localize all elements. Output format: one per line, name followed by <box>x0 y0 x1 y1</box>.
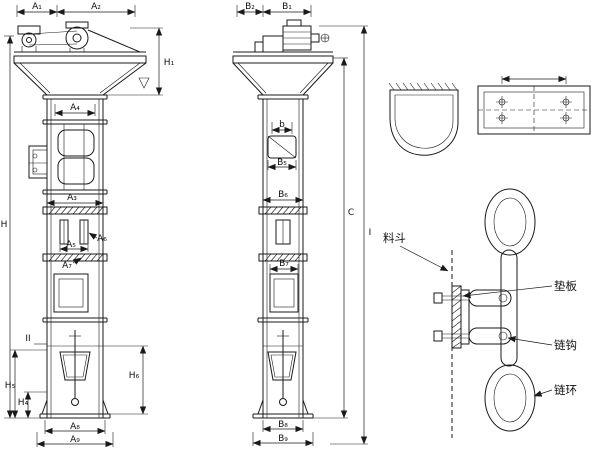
boot-bucket <box>59 351 91 381</box>
section-mark-1: I <box>369 228 372 238</box>
front-head-housing <box>13 55 150 100</box>
bucket-detail <box>388 82 459 156</box>
dim-label-b6: B₆ <box>278 190 288 200</box>
label-chain-ring: 链环 <box>554 383 577 397</box>
dim-label-a2: A₂ <box>91 2 101 12</box>
dim-label-b7: B₇ <box>279 259 289 269</box>
dim-label-a1: A₁ <box>32 2 42 12</box>
side-head-drive <box>233 19 333 57</box>
front-window <box>53 273 89 313</box>
side-bottom-dimensions: B₈ B₉ <box>252 420 314 447</box>
front-view: A₁ A₂ <box>1 2 175 448</box>
dim-label-a6: A₆ <box>97 234 107 244</box>
front-top-dimensions: A₁ A₂ <box>16 2 136 17</box>
dim-label-h1: H₁ <box>164 58 175 68</box>
dim-label-a9: A₉ <box>70 435 80 445</box>
hook-bar-top <box>468 289 512 307</box>
front-boot <box>39 330 111 419</box>
bucket-side <box>267 135 297 159</box>
dim-label-a7: A₇ <box>62 261 72 271</box>
dim-label-b: b <box>279 120 285 130</box>
dim-label-h: H <box>1 220 8 230</box>
dim-label-a8: A₈ <box>70 422 80 432</box>
front-head-drive <box>14 21 146 57</box>
bolt-bottom <box>433 330 469 342</box>
dim-label-h5: H₅ <box>5 381 16 391</box>
side-view: B₂ B₁ <box>232 2 372 447</box>
front-h1-dimension: H₁ <box>107 27 175 96</box>
finish-mark <box>138 77 150 89</box>
side-boot <box>252 330 314 419</box>
chain-link-middle <box>500 249 518 367</box>
label-pad-plate: 垫板 <box>554 279 577 293</box>
chain-ring-top <box>484 188 536 256</box>
mount-plate-detail <box>477 75 591 135</box>
side-right-dimensions: C I <box>313 25 372 445</box>
side-top-dimensions: B₂ B₁ <box>236 2 312 17</box>
dim-label-a5: A₅ <box>66 240 76 250</box>
side-window <box>269 273 299 313</box>
front-casing: A₄ A₃ <box>25 99 108 418</box>
front-left-dimensions: H H₅ H₄ <box>1 35 47 419</box>
section-mark-2: II <box>25 334 30 344</box>
label-chain-hook: 链钩 <box>554 338 577 352</box>
dim-label-b1: B₁ <box>282 2 292 12</box>
dim-label-b5: B₅ <box>277 158 287 168</box>
dim-label-a4: A₄ <box>70 103 80 113</box>
side-head-housing <box>232 55 334 100</box>
hook-bar-bottom <box>468 327 512 345</box>
bucket-front-2 <box>57 157 95 185</box>
dim-label-b2: B₂ <box>245 2 255 12</box>
front-bottom-dimensions: A₈ A₉ <box>36 420 114 448</box>
dim-label-h4: H₄ <box>18 398 29 408</box>
chain-detail: 料斗 垫板 链钩 链环 <box>383 188 577 438</box>
dim-label-h6: H₆ <box>129 371 140 381</box>
bucket-front-1 <box>57 129 95 157</box>
inspection-box <box>28 145 48 179</box>
dim-label-b8: B₈ <box>278 420 288 430</box>
front-h6-dimension: H₆ <box>103 345 148 415</box>
label-bucket: 料斗 <box>383 231 406 245</box>
dim-label-b9: B₉ <box>278 434 288 444</box>
chain-ring-bottom <box>484 364 536 432</box>
dim-label-c: C <box>348 208 354 218</box>
dim-label-a3: A₃ <box>67 193 77 203</box>
